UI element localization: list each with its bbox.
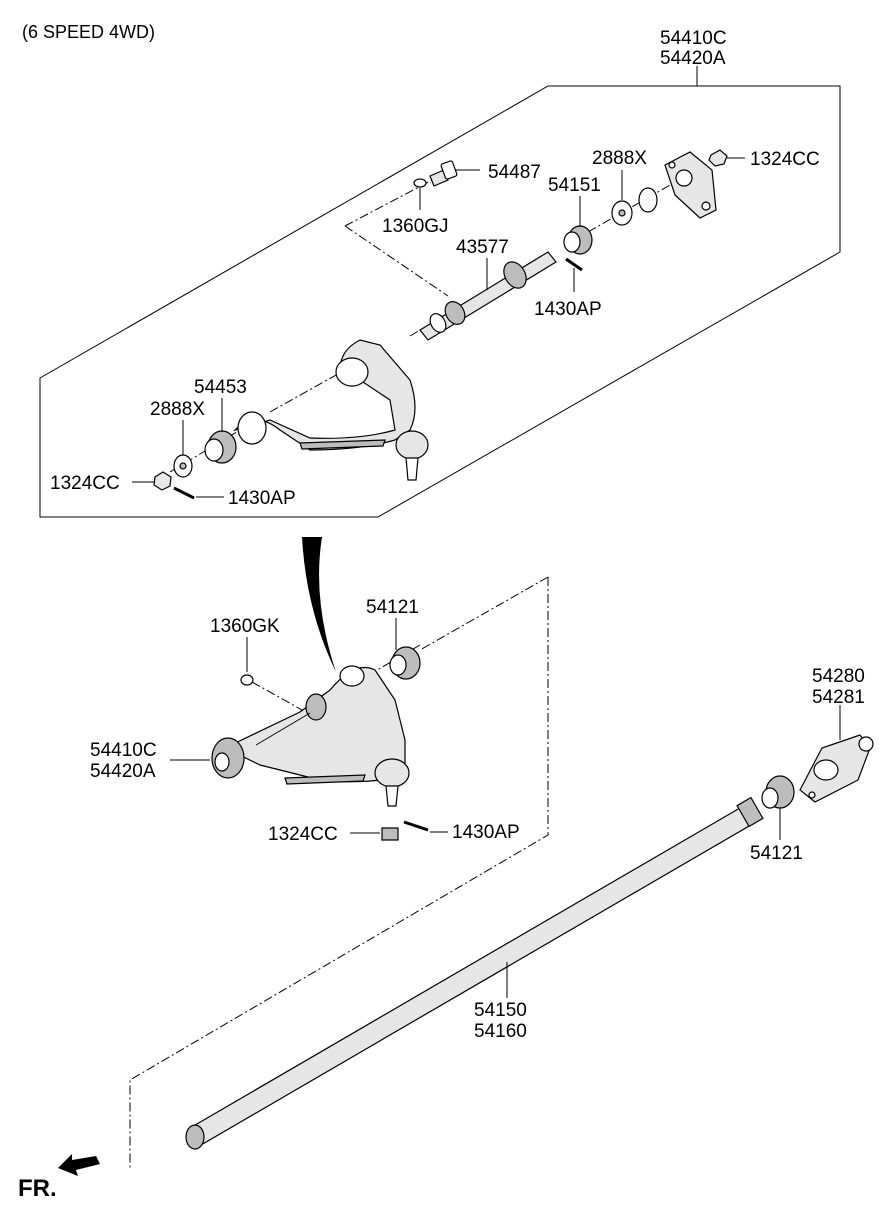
guide-line-upper-2 bbox=[344, 225, 449, 297]
label-nut-top: 1324CC bbox=[750, 149, 820, 170]
bushing-54453 bbox=[204, 430, 237, 464]
label-bushing-mid: 54121 bbox=[366, 597, 419, 618]
bushing-54121-right bbox=[761, 775, 795, 809]
label-washer-left: 2888X bbox=[150, 399, 205, 420]
shaft-43577 bbox=[419, 251, 557, 341]
label-nut-left: 1324CC bbox=[50, 473, 120, 494]
clip-1360gj bbox=[413, 178, 427, 188]
label-bushing-top: 54151 bbox=[548, 175, 601, 196]
label-shaft: 43577 bbox=[456, 237, 509, 258]
label-assembly-upper-2: 54420A bbox=[660, 48, 726, 69]
guide-line-lower-1 bbox=[419, 576, 549, 651]
front-direction-arrow-icon bbox=[58, 1154, 100, 1176]
bolt-54487 bbox=[429, 160, 458, 187]
label-pin-top: 1430AP bbox=[534, 299, 602, 320]
washer-2888x-left bbox=[173, 454, 193, 478]
label-washer-top: 2888X bbox=[592, 148, 647, 169]
snap-ring-top bbox=[638, 187, 658, 213]
housing-54280 bbox=[799, 734, 874, 803]
detail-connector-arrow bbox=[302, 537, 336, 672]
label-assembly-upper-1: 54410C bbox=[660, 28, 727, 49]
nut-1324cc-top bbox=[708, 149, 728, 167]
nut-1324cc-left bbox=[153, 471, 172, 491]
bracket-top bbox=[664, 151, 717, 219]
label-assembly-lower-1: 54410C bbox=[90, 740, 157, 761]
label-housing-2: 54281 bbox=[812, 687, 865, 708]
bushing-54121-mid bbox=[389, 646, 421, 680]
front-direction-label: FR. bbox=[18, 1175, 57, 1202]
nut-1324cc-lower bbox=[381, 827, 399, 841]
label-clip-gk: 1360GK bbox=[210, 616, 280, 637]
variant-title: (6 SPEED 4WD) bbox=[22, 22, 155, 42]
guide-line-upper-6 bbox=[269, 369, 346, 413]
upper-control-arm bbox=[232, 339, 429, 481]
lower-control-arm bbox=[211, 665, 410, 807]
bushing-54151 bbox=[563, 225, 593, 255]
label-pin-left: 1430AP bbox=[228, 488, 296, 509]
pin-1430ap-lower bbox=[403, 820, 429, 832]
pin-1430ap-top bbox=[565, 257, 583, 272]
pin-1430ap-left bbox=[173, 486, 195, 500]
label-nut-lower: 1324CC bbox=[268, 824, 338, 845]
label-torsion-bar-1: 54150 bbox=[474, 1000, 527, 1021]
lower-assembly-frame bbox=[129, 577, 549, 1168]
label-pin-lower: 1430AP bbox=[452, 822, 520, 843]
label-torsion-bar-2: 54160 bbox=[474, 1021, 527, 1042]
clip-1360gk bbox=[240, 674, 254, 686]
label-housing-1: 54280 bbox=[812, 666, 865, 687]
label-bushing-right: 54121 bbox=[750, 843, 803, 864]
label-clip-gj: 1360GJ bbox=[382, 216, 449, 237]
label-assembly-lower-2: 54420A bbox=[90, 761, 156, 782]
torsion-bar bbox=[185, 796, 764, 1150]
upper-assembly-frame bbox=[39, 85, 841, 518]
washer-2888x-top bbox=[611, 200, 633, 226]
label-bolt: 54487 bbox=[488, 162, 541, 183]
label-bushing-left: 54453 bbox=[194, 377, 247, 398]
